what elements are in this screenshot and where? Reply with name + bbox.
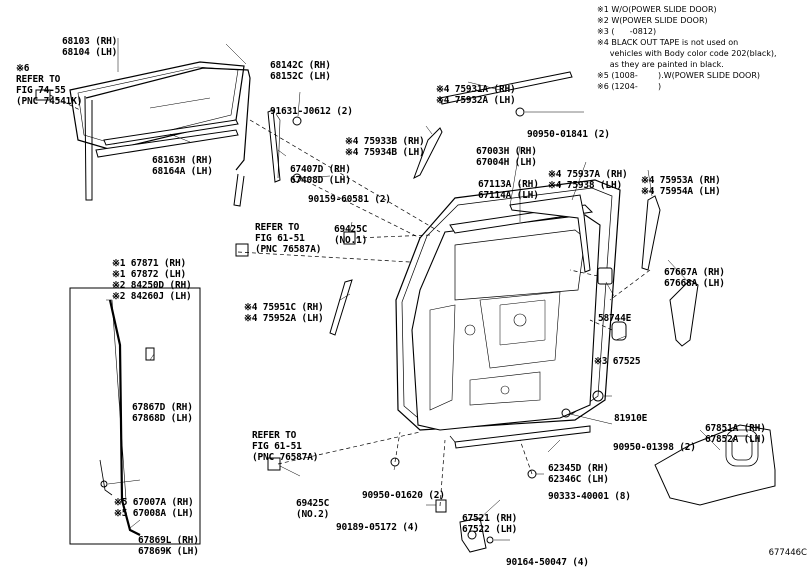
- label-67407d: 67407D (RH)67408D (LH): [290, 164, 351, 186]
- label-90950-01398: 90950-01398 (2): [613, 442, 696, 453]
- footnote: ※3 ( -0812): [597, 27, 657, 36]
- label-58744e: 58744E: [598, 313, 632, 324]
- detail-box-67871: [69, 287, 201, 545]
- hinge-67521: [459, 517, 487, 553]
- label-90950-01841: 90950-01841 (2): [527, 129, 610, 140]
- divider-bar: [267, 109, 281, 183]
- label-68142c: 68142C (RH)68152C (LH): [270, 60, 331, 82]
- sliding-door-panel: [411, 214, 601, 431]
- dashed-leader-lines: [237, 119, 651, 507]
- blackout-tape-75931: [439, 71, 573, 105]
- bolt-90164: [486, 536, 494, 544]
- footnote: ※2 W(POWER SLIDE DOOR): [597, 16, 708, 25]
- diagram-id: 677446C: [768, 548, 807, 558]
- cap-81910: [592, 390, 604, 402]
- blackout-tape-75951: [329, 279, 353, 336]
- exploded-parts-diagram: [35, 38, 776, 553]
- service-hole-cover: [654, 424, 776, 506]
- label-91631: 91631-J0612 (2): [270, 106, 353, 117]
- clip-90950-b: [561, 408, 571, 418]
- seal-67667: [669, 279, 699, 347]
- ref-part-76587a-upper: [235, 243, 249, 257]
- label-67869l: 67869L (RH)67869K (LH): [138, 535, 199, 557]
- stopper-69425-no1: [343, 231, 356, 245]
- bolt-90189: [435, 499, 447, 513]
- label-81910e: 81910E: [614, 413, 648, 424]
- footnote: ※6 (1204- ): [597, 82, 662, 91]
- label-62345d: 62345D (RH)62346C (LH): [548, 463, 609, 485]
- label-67003h: 67003H (RH)67004H (LH): [476, 146, 537, 168]
- label-75933b: ※4 75933B (RH)※4 75934B (LH): [345, 136, 425, 158]
- label-67525: ※3 67525: [594, 356, 641, 367]
- footnotes: ※1 W/O(POWER SLIDE DOOR) ※2 W(POWER SLID…: [597, 4, 809, 92]
- bolt-91631: [292, 116, 302, 126]
- blackout-tape-75933: [413, 127, 443, 180]
- belt-moulding: [95, 119, 239, 158]
- label-75931a: ※4 75931A (RH)※4 75932A (LH): [436, 84, 516, 106]
- label-69425c-no1: 69425C(NO.1): [334, 224, 368, 246]
- footnote: ※4 BLACK OUT TAPE is not used on: [597, 38, 739, 47]
- label-67113a: 67113A (RH)67114A (LH): [478, 179, 539, 201]
- pad-58744: [597, 267, 613, 285]
- clip-90950: [515, 107, 525, 117]
- label-90333: 90333-40001 (8): [548, 491, 631, 502]
- label-75953a: ※4 75953A (RH)※4 75954A (LH): [641, 175, 721, 197]
- label-75951c: ※4 75951C (RH)※4 75952A (LH): [244, 302, 324, 324]
- leader-lines: [107, 38, 721, 541]
- blackout-tape-75953: [641, 195, 661, 271]
- stopper-69425-no2: [267, 457, 281, 471]
- blackout-tape-75937: [509, 194, 591, 273]
- label-90164: 90164-50047 (4): [506, 557, 589, 568]
- label-67667a: 67667A (RH)67668A (LH): [664, 267, 725, 289]
- label-68103: 68103 (RH)68104 (LH): [62, 36, 118, 58]
- label-68163h: 68163H (RH)68164A (LH): [152, 155, 213, 177]
- weatherstrip-62345: [454, 425, 591, 449]
- label-67521: 67521 (RH)67522 (LH): [462, 513, 518, 535]
- footnote: vehicles with Body color code 202(black)…: [597, 49, 777, 58]
- glass-run-channel: [84, 67, 251, 207]
- footnote: ※1 W/O(POWER SLIDE DOOR): [597, 5, 717, 14]
- label-75937a: ※4 75937A (RH)※4 75938 (LH): [548, 169, 628, 191]
- label-67867d: 67867D (RH)67868D (LH): [132, 402, 193, 424]
- footnote: as they are painted in black.: [597, 60, 724, 69]
- label-90950-01620: 90950-01620 (2): [362, 490, 445, 501]
- label-69425c-no2: 69425C(NO.2): [296, 498, 330, 520]
- cover-67525: [611, 321, 627, 341]
- label-67871: ※1 67871 (RH)※1 67872 (LH)※2 84250D (RH)…: [112, 258, 192, 302]
- label-67851a: 67851A (RH)67852A (LH): [705, 423, 766, 445]
- label-90189: 90189-05172 (4): [336, 522, 419, 533]
- footnote: ※5 (1008- ).W(POWER SLIDE DOOR): [597, 71, 761, 80]
- label-67007a: ※5 67007A (RH)※5 67008A (LH): [114, 497, 194, 519]
- label-90159: 90159-60581 (2): [308, 194, 391, 205]
